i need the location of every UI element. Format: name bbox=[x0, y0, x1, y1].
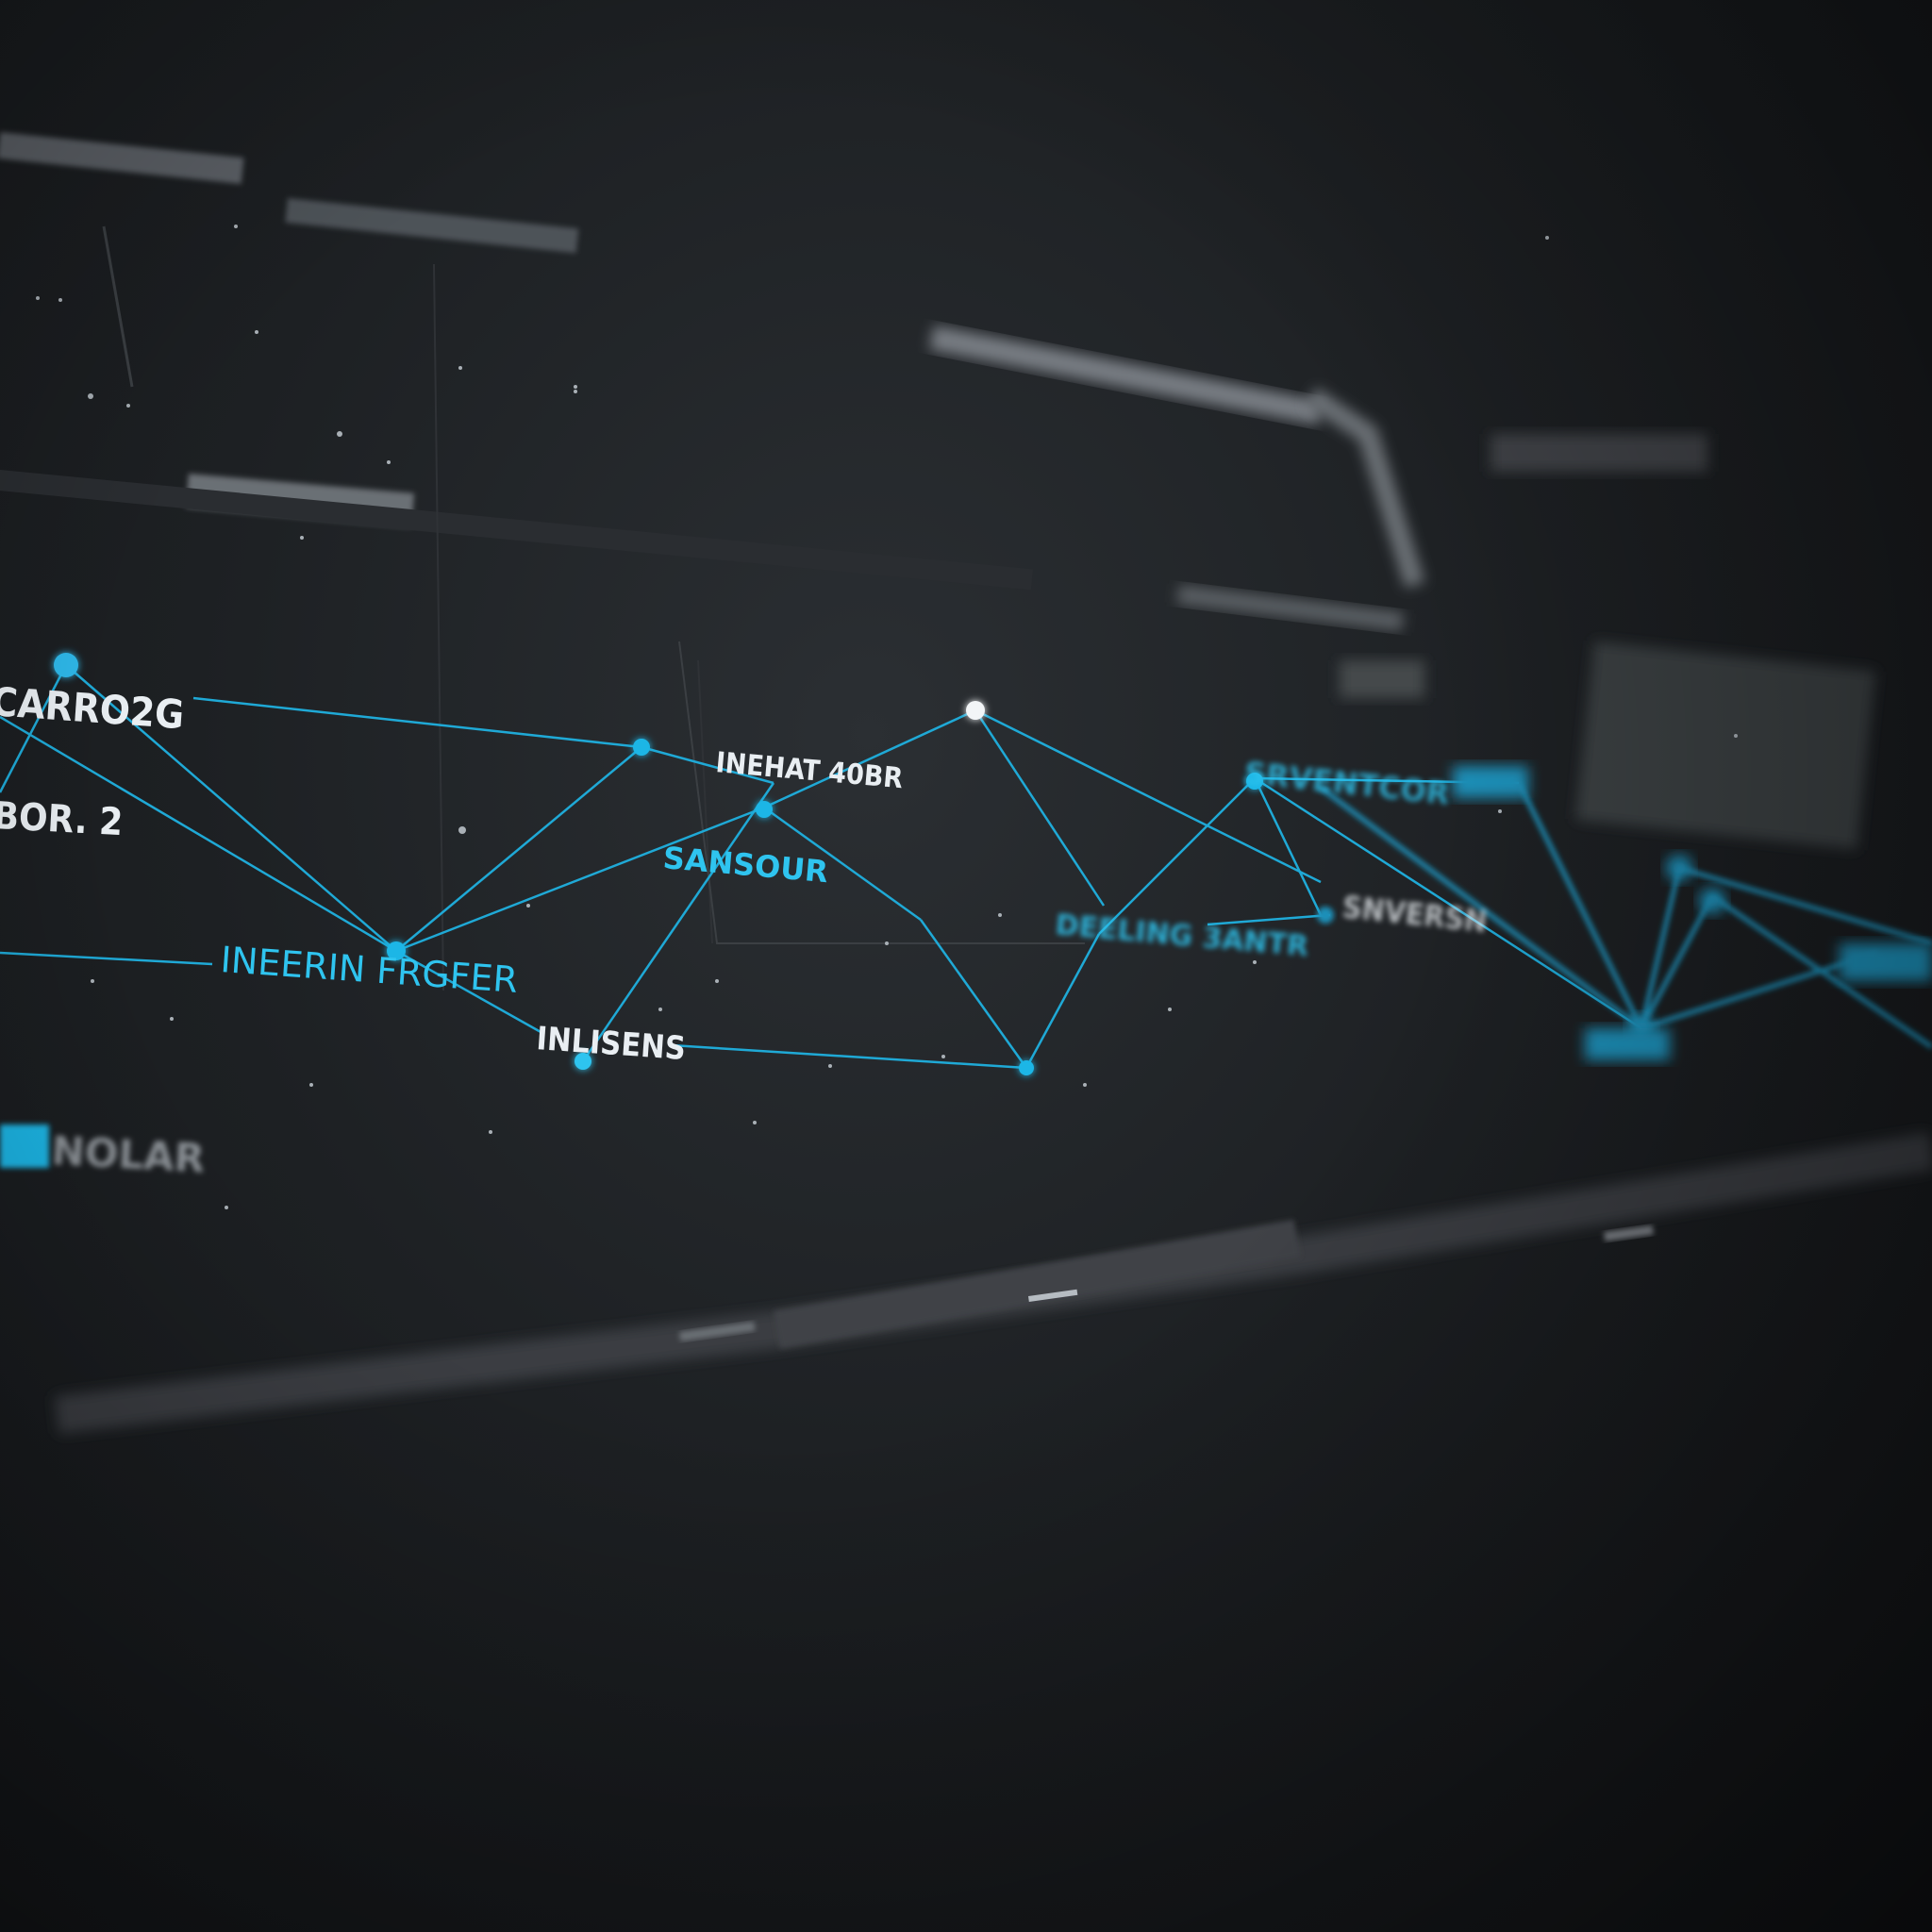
mid-right-bar bbox=[1176, 585, 1405, 632]
rail-tick-2 bbox=[1604, 1224, 1654, 1241]
top-right-bar bbox=[1491, 434, 1707, 472]
top-left-bar bbox=[0, 132, 244, 185]
node-dot[interactable] bbox=[1317, 907, 1334, 924]
node-label-n1[interactable]: CARRO2G bbox=[0, 678, 186, 738]
right-small-block bbox=[1340, 660, 1424, 698]
mid-band bbox=[0, 470, 1033, 591]
left-tag: NOLAR bbox=[0, 1124, 206, 1181]
far-cyan-tag-3 bbox=[1840, 943, 1932, 981]
node-dot[interactable] bbox=[966, 701, 985, 720]
node-label-n3[interactable]: INEHAT 40BR bbox=[714, 746, 904, 795]
guide-line-2 bbox=[433, 263, 444, 991]
guide-line-1 bbox=[102, 225, 134, 388]
node-label-n4[interactable]: SANSOUR bbox=[661, 840, 829, 890]
background-panels bbox=[0, 132, 1932, 1434]
node-label-n6[interactable]: INLISENS bbox=[535, 1020, 687, 1068]
node-dot[interactable] bbox=[1019, 1060, 1034, 1075]
node-dot[interactable] bbox=[1666, 855, 1692, 881]
node-dot[interactable] bbox=[54, 653, 78, 677]
node-dot[interactable] bbox=[633, 739, 650, 756]
node-dot[interactable] bbox=[1699, 888, 1725, 914]
node-label-n2[interactable]: BOR. 2 bbox=[0, 794, 124, 844]
node-dot[interactable] bbox=[756, 801, 773, 818]
network-nodes bbox=[54, 653, 1725, 1075]
particles bbox=[36, 225, 1738, 1209]
top-center-bracket bbox=[1305, 387, 1425, 589]
right-block bbox=[1575, 641, 1876, 850]
far-label-1[interactable]: SRVENTCOR bbox=[1242, 755, 1451, 812]
left-tag-swatch bbox=[0, 1124, 49, 1168]
top-left-bar-2 bbox=[285, 198, 579, 254]
top-center-bar bbox=[929, 325, 1324, 425]
node-label-n5[interactable]: INEERIN FRGFER bbox=[219, 939, 519, 1001]
far-cyan-tag-2 bbox=[1585, 1028, 1670, 1060]
left-tag-label[interactable]: NOLAR bbox=[50, 1127, 206, 1181]
far-cyan-tag bbox=[1453, 766, 1528, 798]
node-label-n7[interactable]: DEELING 3ANTR bbox=[1054, 908, 1309, 963]
